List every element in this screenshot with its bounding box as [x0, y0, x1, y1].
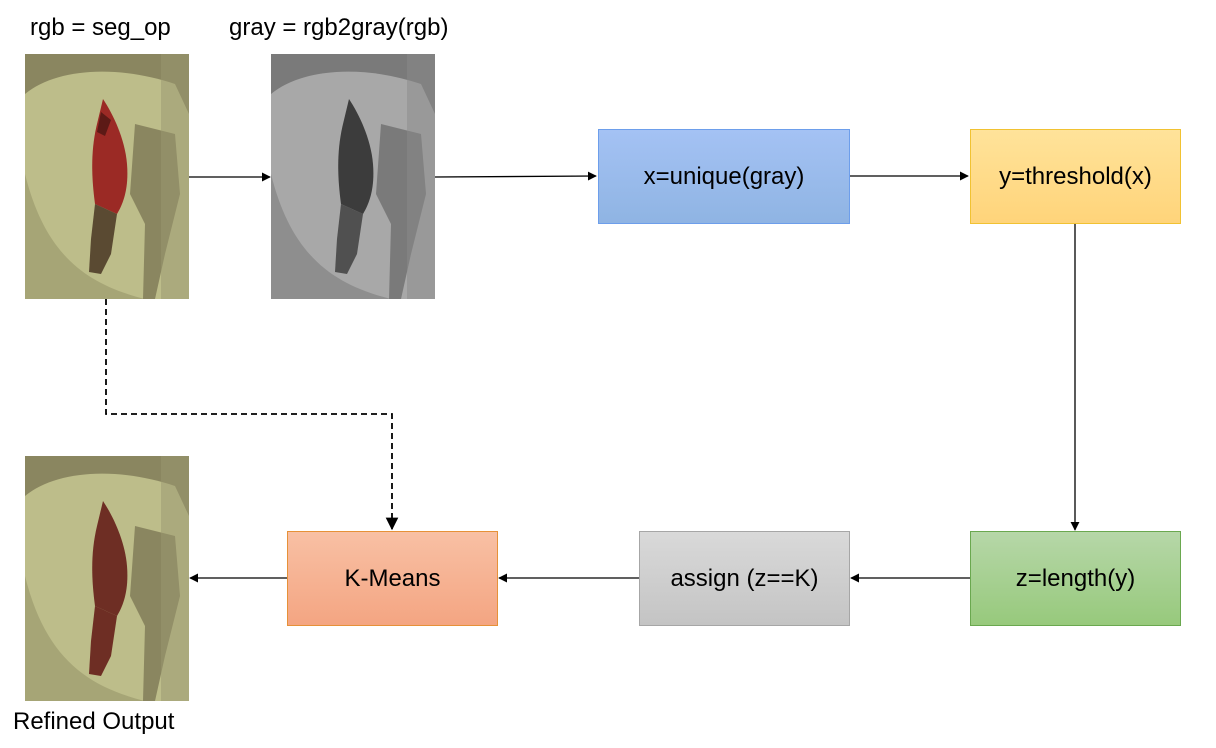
arrow-gray-to-unique [434, 171, 597, 181]
grayscale-image [271, 54, 435, 299]
assign-node-label: assign (z==K) [670, 564, 819, 592]
refined-output-image [25, 456, 189, 701]
threshold-node-label: y=threshold(x) [999, 162, 1152, 190]
rgb-label: rgb = seg_op [30, 14, 171, 41]
length-node-label: z=length(y) [1015, 564, 1136, 592]
kmeans-node-label: K-Means [344, 564, 441, 592]
assign-node: assign (z==K) [639, 531, 850, 626]
gray-label: gray = rgb2gray(rgb) [229, 14, 449, 41]
length-node: z=length(y) [970, 531, 1181, 626]
threshold-node: y=threshold(x) [970, 129, 1181, 224]
refined-output-label: Refined Output [13, 708, 175, 735]
kmeans-node: K-Means [287, 531, 498, 626]
unique-node-label: x=unique(gray) [643, 162, 805, 190]
unique-node: x=unique(gray) [598, 129, 850, 224]
dashed-arrow-rgb-to-kmeans [105, 299, 399, 531]
segmented-rgb-image [25, 54, 189, 299]
